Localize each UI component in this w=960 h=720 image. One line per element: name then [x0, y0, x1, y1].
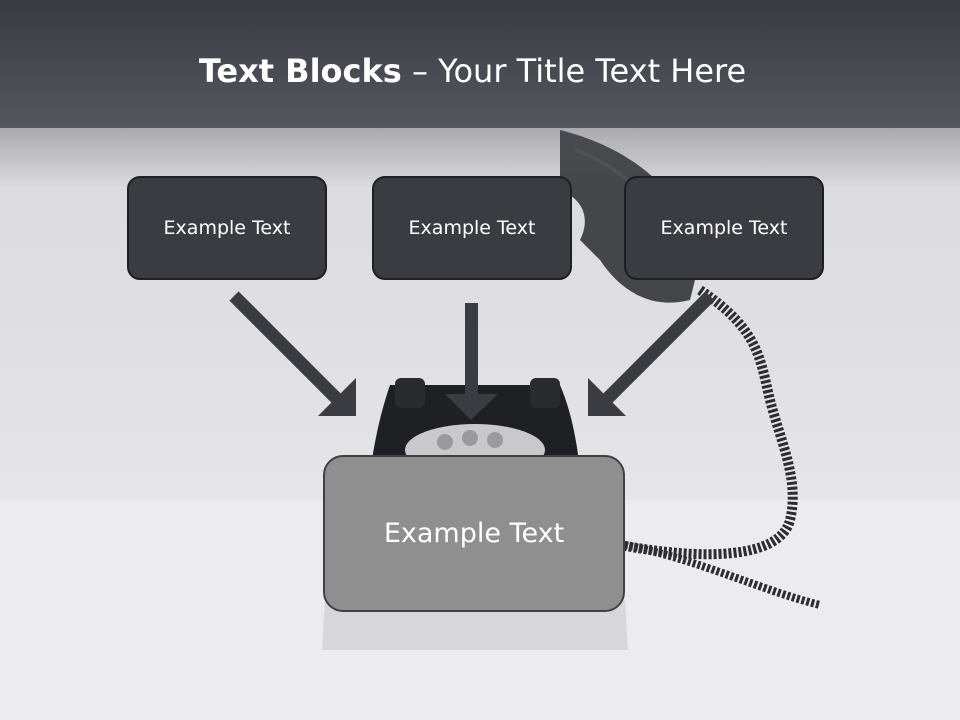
text-block-2-label: Example Text — [408, 217, 536, 239]
slide-title: Text Blocks – Your Title Text Here — [0, 52, 945, 90]
title-rest-text: Your Title Text Here — [438, 52, 747, 90]
text-block-1[interactable]: Example Text — [127, 176, 327, 280]
text-block-3-label: Example Text — [660, 217, 788, 239]
title-bar — [0, 0, 960, 128]
main-text-block[interactable]: Example Text — [323, 455, 625, 612]
text-block-2[interactable]: Example Text — [372, 176, 572, 280]
arrow-left — [229, 291, 356, 416]
main-text-block-label: Example Text — [383, 518, 565, 549]
arrow-right — [588, 291, 715, 416]
arrow-center — [445, 303, 498, 420]
title-bold-text: Text Blocks — [198, 52, 402, 90]
text-block-3[interactable]: Example Text — [624, 176, 824, 280]
title-separator: – — [401, 52, 439, 90]
text-block-1-label: Example Text — [163, 217, 291, 239]
